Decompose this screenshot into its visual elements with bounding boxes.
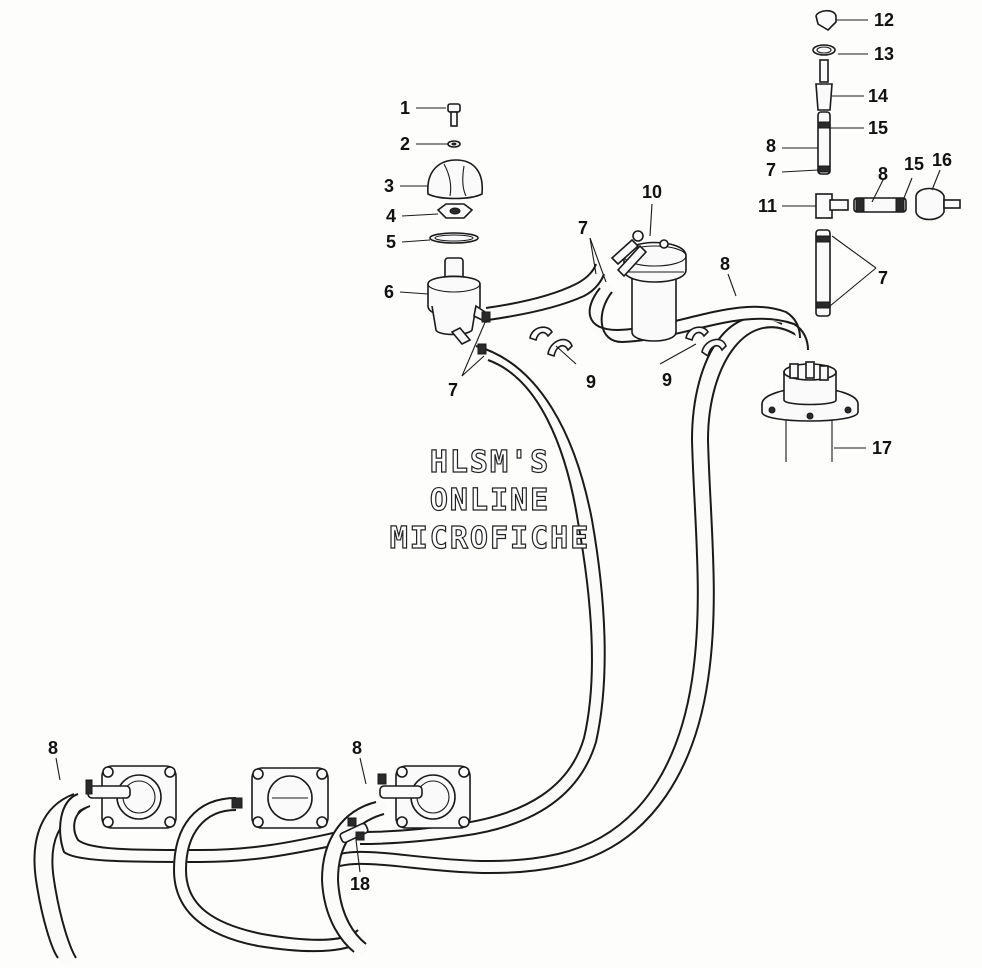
callout-8-vent: 8: [766, 136, 776, 156]
callout-13: 13: [874, 44, 894, 64]
fuel-filter-assembly: [427, 103, 491, 355]
callout-12: 12: [874, 10, 894, 30]
callout-2: 2: [400, 134, 410, 154]
callout-7-filter: 7: [448, 380, 458, 400]
callout-8-left: 8: [48, 738, 58, 758]
watermark-line-1: HLSM'S: [430, 445, 550, 480]
callout-15-side: 15: [904, 154, 924, 174]
watermark-line-3: MICROFICHE: [390, 521, 591, 556]
callout-14: 14: [868, 86, 888, 106]
callout-16: 16: [932, 150, 952, 170]
callout-8-return: 8: [720, 254, 730, 274]
fuel-pickup-flange-17: [761, 361, 859, 462]
callout-11: 11: [758, 196, 777, 216]
callout-15-vent: 15: [868, 118, 888, 138]
carburetor-flange-middle: [231, 767, 329, 829]
tee-fitting-18: [339, 817, 369, 844]
callout-numbers: 1 2 3 4 5 6 7 7 7 7 8 8 8 8 8 9 9 10 11 …: [48, 10, 952, 894]
callout-1: 1: [400, 98, 410, 118]
leader-lines: [55, 19, 941, 873]
callout-8-side: 8: [878, 164, 888, 184]
callout-17: 17: [872, 438, 892, 458]
callout-9-right: 9: [662, 370, 672, 390]
callout-6: 6: [384, 282, 394, 302]
carburetor-flange-right: [377, 765, 471, 829]
callout-4: 4: [386, 206, 396, 226]
watermark: HLSM'S ONLINE MICROFICHE: [389, 444, 591, 556]
callout-10: 10: [642, 182, 662, 202]
callout-3: 3: [384, 176, 394, 196]
callout-8-right: 8: [352, 738, 362, 758]
callout-5: 5: [386, 232, 396, 252]
callout-7-canister: 7: [578, 218, 588, 238]
callout-9-left: 9: [586, 372, 596, 392]
callout-7-tank: 7: [878, 268, 888, 288]
hose-clamps-9: [529, 326, 727, 358]
carburetor-flange-left: [85, 765, 177, 829]
fuel-canister-10: [610, 230, 687, 342]
watermark-line-2: ONLINE: [430, 483, 550, 518]
hose-network: [33, 263, 811, 965]
vent-line-assembly: [812, 9, 961, 317]
callout-7-vent: 7: [766, 160, 776, 180]
callout-18: 18: [350, 874, 370, 894]
